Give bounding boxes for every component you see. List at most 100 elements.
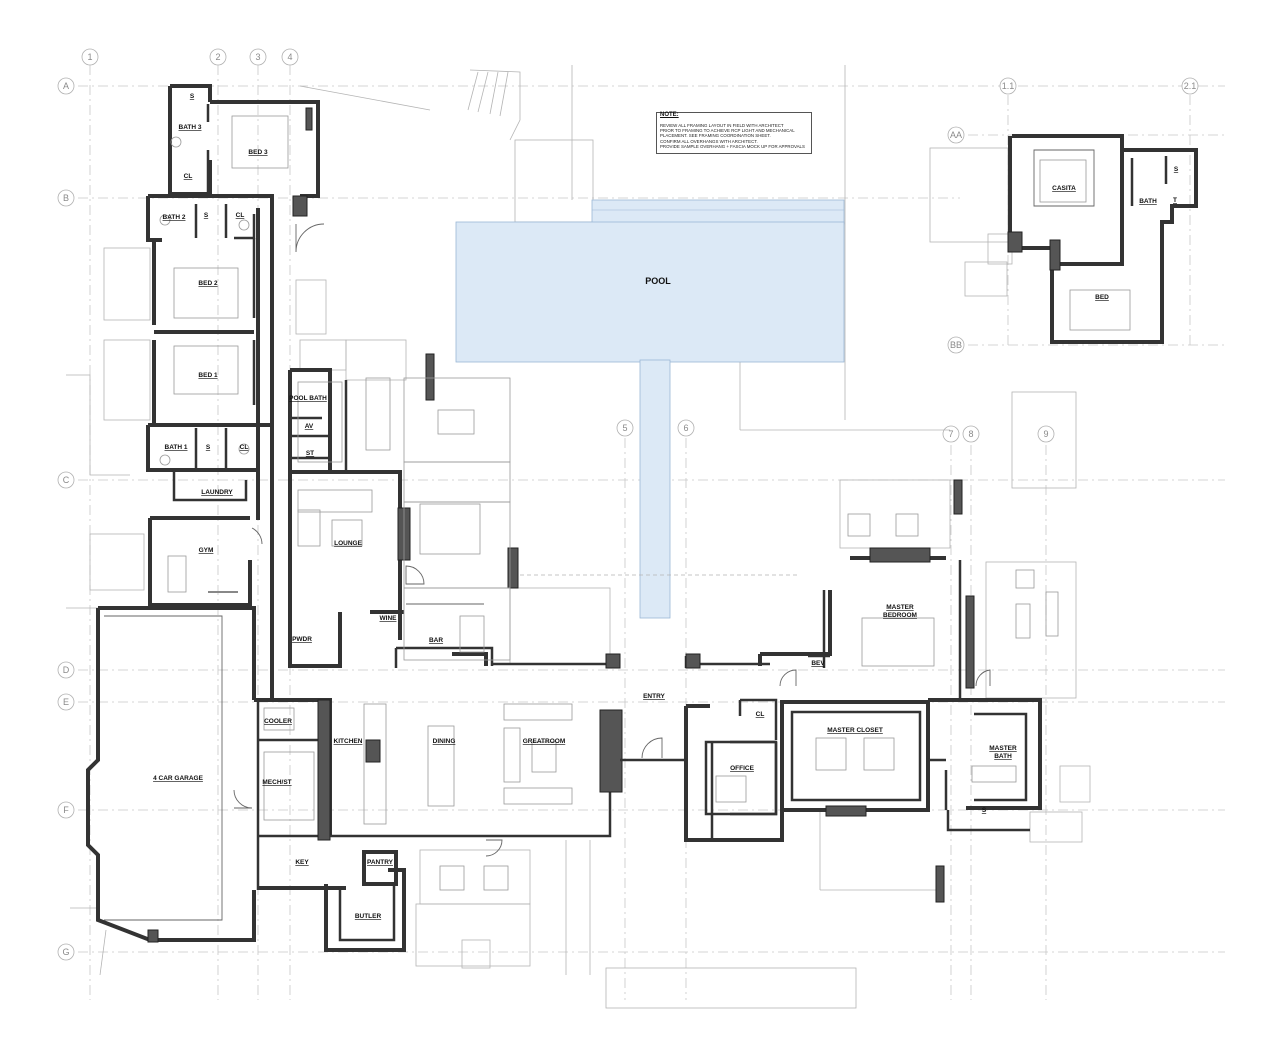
label-kitchen: KITCHEN bbox=[334, 738, 363, 745]
label-gym: GYM bbox=[199, 547, 214, 554]
svg-text:8: 8 bbox=[968, 429, 973, 439]
label-casita-bed: BED bbox=[1095, 294, 1109, 301]
svg-text:1: 1 bbox=[87, 52, 92, 62]
casita-walls bbox=[987, 134, 1198, 344]
label-lounge: LOUNGE bbox=[334, 540, 362, 547]
label-dining: DINING bbox=[433, 738, 456, 745]
note-line: PROVIDE SAMPLE OVERHANG + FASCIA MOCK UP… bbox=[660, 143, 805, 149]
label-pwdr: PWDR bbox=[292, 636, 312, 643]
label-bath3: BATH 3 bbox=[179, 124, 202, 131]
grid-col-6: 6 bbox=[677, 419, 695, 437]
walls bbox=[86, 84, 1042, 952]
svg-text:AA: AA bbox=[950, 130, 962, 140]
svg-text:G: G bbox=[62, 947, 69, 957]
site-elements bbox=[66, 65, 1091, 1009]
grid-row-f: F bbox=[57, 801, 75, 819]
grid-row-aa: AA bbox=[947, 126, 965, 144]
svg-text:2: 2 bbox=[215, 52, 220, 62]
label-s-casita: S bbox=[1174, 166, 1179, 173]
label-bar: BAR bbox=[429, 637, 443, 644]
svg-text:D: D bbox=[63, 665, 70, 675]
framing-note: REVIEW ALL FRAMING LAYOUT IN FIELD WITH … bbox=[656, 112, 812, 154]
label-s-bath2: S bbox=[204, 212, 209, 219]
grid-col-3: 3 bbox=[249, 48, 267, 66]
label-master-closet: MASTER CLOSET bbox=[827, 727, 883, 734]
note-title: NOTE: bbox=[660, 112, 679, 118]
svg-text:6: 6 bbox=[683, 423, 688, 433]
label-av: AV bbox=[305, 423, 314, 430]
label-cooler: COOLER bbox=[264, 718, 292, 725]
svg-text:4: 4 bbox=[287, 52, 292, 62]
label-s-bath3: S bbox=[190, 93, 195, 100]
svg-text:5: 5 bbox=[622, 423, 627, 433]
label-garage: 4 CAR GARAGE bbox=[153, 775, 204, 782]
svg-text:9: 9 bbox=[1043, 429, 1048, 439]
label-master-bath-1: MASTER bbox=[989, 745, 1017, 752]
label-st: ST bbox=[306, 450, 314, 457]
label-entry: ENTRY bbox=[643, 693, 665, 700]
label-cl-bath1: CL bbox=[240, 444, 249, 451]
grid-row-g: G bbox=[57, 943, 75, 961]
label-casita-bath: BATH bbox=[1139, 198, 1157, 205]
label-bev: BEV bbox=[811, 660, 825, 667]
label-key: KEY bbox=[295, 859, 309, 866]
label-butler: BUTLER bbox=[355, 913, 382, 920]
label-mech: MECH/ST bbox=[262, 779, 291, 786]
label-pantry: PANTRY bbox=[367, 859, 394, 866]
grid-col-1-1: 1.1 bbox=[999, 77, 1017, 95]
grid-col-2: 2 bbox=[209, 48, 227, 66]
label-s-master: S bbox=[982, 807, 987, 814]
grid-row-d: D bbox=[57, 661, 75, 679]
svg-text:C: C bbox=[63, 475, 70, 485]
note-line: PLACEMENT. SEE FRAMING COORDINATION SHEE… bbox=[660, 133, 771, 139]
label-bed3: BED 3 bbox=[248, 149, 268, 156]
svg-text:1.1: 1.1 bbox=[1002, 81, 1015, 91]
label-s-bath1: S bbox=[206, 444, 211, 451]
grid-col-8: 8 bbox=[962, 425, 980, 443]
grid-col-5: 5 bbox=[616, 419, 634, 437]
label-bed2: BED 2 bbox=[198, 280, 218, 287]
label-master-bath-2: BATH bbox=[994, 753, 1012, 760]
grid-col-9: 9 bbox=[1037, 425, 1055, 443]
svg-text:B: B bbox=[63, 193, 69, 203]
grid-row-e: E bbox=[57, 693, 75, 711]
grid-col-4: 4 bbox=[281, 48, 299, 66]
note-line: PRIOR TO FRAMING TO ACHIEVE RCP LIGHT AN… bbox=[660, 128, 795, 134]
grid-row-bb: BB bbox=[947, 336, 965, 354]
svg-text:7: 7 bbox=[948, 429, 953, 439]
label-bed1: BED 1 bbox=[198, 372, 218, 379]
room-labels: S BATH 3 CL BED 3 BATH 2 S CL BED 2 BED … bbox=[153, 93, 1179, 920]
note-line: REVIEW ALL FRAMING LAYOUT IN FIELD WITH … bbox=[660, 123, 784, 128]
grid-col-1: 1 bbox=[81, 48, 99, 66]
pool: POOL bbox=[455, 199, 845, 619]
svg-text:BB: BB bbox=[950, 340, 962, 350]
label-bath2: BATH 2 bbox=[163, 214, 186, 221]
label-pool-bath: POOL BATH bbox=[289, 395, 327, 402]
svg-text:A: A bbox=[63, 81, 69, 91]
label-t-casita: T bbox=[1173, 197, 1177, 204]
svg-text:3: 3 bbox=[255, 52, 260, 62]
svg-text:F: F bbox=[63, 805, 69, 815]
furniture bbox=[159, 115, 1059, 891]
label-wine: WINE bbox=[380, 615, 398, 622]
label-master-bedroom-2: BEDROOM bbox=[883, 612, 917, 619]
label-greatroom: GREATROOM bbox=[523, 738, 566, 745]
label-laundry: LAUNDRY bbox=[201, 489, 233, 496]
grid-bubbles: 1 2 3 4 5 6 7 8 9 1.1 2.1 A B C D E F G … bbox=[57, 48, 1199, 961]
grid-row-b: B bbox=[57, 189, 75, 207]
label-cl-entry: CL bbox=[756, 711, 765, 718]
label-cl-bath2: CL bbox=[236, 212, 245, 219]
svg-text:E: E bbox=[63, 697, 69, 707]
label-cl-bath3: CL bbox=[184, 173, 193, 180]
grid-row-c: C bbox=[57, 471, 75, 489]
grid-row-a: A bbox=[57, 77, 75, 95]
grid-col-2-1: 2.1 bbox=[1181, 77, 1199, 95]
label-casita: CASITA bbox=[1052, 185, 1076, 192]
label-office: OFFICE bbox=[730, 765, 754, 772]
note-line: CONFIRM ALL OVERHANGS WITH ARCHITECT. bbox=[660, 138, 758, 144]
svg-text:2.1: 2.1 bbox=[1184, 81, 1197, 91]
grid-col-7: 7 bbox=[942, 425, 960, 443]
pool-label: POOL bbox=[645, 276, 671, 286]
label-master-bedroom-1: MASTER bbox=[886, 604, 914, 611]
